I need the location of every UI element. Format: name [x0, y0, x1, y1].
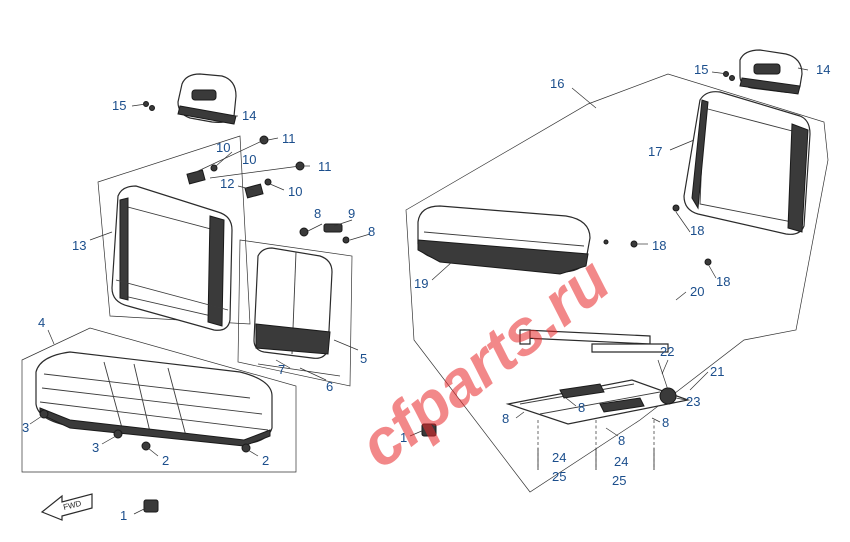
callout-7: 7 [278, 362, 285, 377]
callout-8-rail-center: 8 [578, 400, 585, 415]
group-outline-13 [97, 135, 251, 325]
bench-seat-cushion [35, 351, 273, 447]
latch-9 [323, 223, 343, 233]
callout-numbers: 15 14 11 10 10 11 12 10 13 8 9 8 4 5 7 6… [22, 62, 830, 523]
callout-16: 16 [550, 76, 564, 91]
callout-14-right: 14 [816, 62, 830, 77]
callout-20: 20 [690, 284, 704, 299]
group-outline-5 [237, 239, 353, 387]
seat-cushion-19 [417, 205, 591, 275]
fwd-label: FWD [62, 499, 82, 512]
group-outline-16 [405, 73, 829, 493]
callout-24-right: 24 [614, 454, 628, 469]
headrest-right-14 [739, 49, 803, 95]
bolt-10a [210, 164, 218, 172]
left-seat-group: FWD [21, 73, 353, 521]
callout-1-mid: 1 [400, 430, 407, 445]
callout-10-mid: 10 [242, 152, 256, 167]
callout-9: 9 [348, 206, 355, 221]
callout-23: 23 [686, 394, 700, 409]
callout-18-low: 18 [716, 274, 730, 289]
callout-21: 21 [710, 364, 724, 379]
callout-25-right: 25 [612, 473, 626, 488]
callout-4: 4 [38, 315, 45, 330]
callout-2-right: 2 [262, 453, 269, 468]
callout-25-left: 25 [552, 469, 566, 484]
callout-18-mid: 18 [652, 238, 666, 253]
callout-13: 13 [72, 238, 86, 253]
callout-19: 19 [414, 276, 428, 291]
callout-10-bottom: 10 [288, 184, 302, 199]
callout-10-top: 10 [216, 140, 230, 155]
callout-8-rail-left: 8 [502, 411, 509, 426]
callout-15-left: 15 [112, 98, 126, 113]
bracket-12b [244, 183, 264, 199]
bracket-12a [186, 169, 206, 185]
callout-8-left-right: 8 [368, 224, 375, 239]
callout-11-top: 11 [282, 131, 296, 146]
clip-8b [342, 236, 350, 244]
bolt-18c [704, 258, 712, 266]
seat-back-panel-5 [253, 247, 333, 359]
callout-24-left: 24 [552, 450, 566, 465]
pin-15-left-b [149, 105, 155, 111]
frame-20 [519, 204, 680, 353]
callout-5: 5 [360, 351, 367, 366]
group-outline-4 [21, 327, 297, 473]
slide-rail-21 [505, 379, 691, 425]
bolt-18a [672, 204, 680, 212]
callout-14-left: 14 [242, 108, 256, 123]
callout-1-bottom: 1 [120, 508, 127, 523]
bolt-18d [603, 239, 609, 245]
bolt-10b [264, 178, 272, 186]
pin-15-right-b [729, 75, 735, 81]
clip-1-bottom [143, 499, 159, 513]
leader-lines [29, 67, 809, 515]
right-seat-group [405, 49, 829, 493]
callout-11-mid: 11 [318, 159, 332, 174]
callout-3-left: 3 [22, 420, 29, 435]
fwd-arrow: FWD [40, 493, 93, 521]
backrest-13 [111, 185, 233, 331]
callout-8-rail-right: 8 [662, 415, 669, 430]
callout-8-left-top: 8 [314, 206, 321, 221]
callout-17: 17 [648, 144, 662, 159]
clip-1-mid [421, 423, 437, 437]
callout-6: 6 [326, 379, 333, 394]
callout-15-right: 15 [694, 62, 708, 77]
callout-3-mid: 3 [92, 440, 99, 455]
callout-8-rail-low: 8 [618, 433, 625, 448]
headrest-left-14 [177, 73, 237, 125]
callout-2-mid: 2 [162, 453, 169, 468]
callout-18-top: 18 [690, 223, 704, 238]
lever-23 [659, 387, 677, 405]
clip-8a [299, 227, 309, 237]
watermark: cfparts.ru [346, 243, 623, 481]
callout-22: 22 [660, 344, 674, 359]
callout-12: 12 [220, 176, 234, 191]
seat-back-17 [683, 91, 811, 235]
